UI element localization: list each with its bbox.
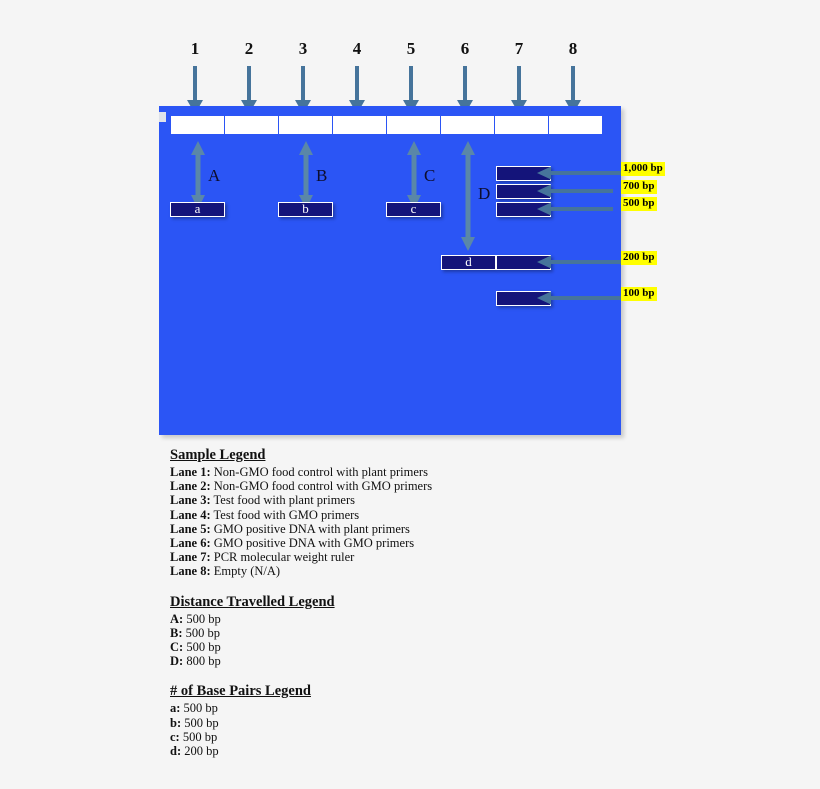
- sample-legend-key: Lane 1:: [170, 465, 211, 479]
- sample-legend-key: Lane 2:: [170, 479, 211, 494]
- distance-label-c: C: [424, 166, 436, 185]
- band-d: d: [441, 255, 496, 270]
- sample-legend-text: GMO positive DNA with GMO primers: [213, 536, 415, 551]
- sample-legend-row: Lane 6: GMO positive DNA with GMO primer…: [170, 536, 600, 550]
- basepairs-legend-text: 500 bp: [182, 729, 218, 744]
- basepairs-legend-row: a: 500 bp: [170, 701, 600, 715]
- gel-corner-notch: [159, 112, 166, 122]
- sample-legend: Sample Legend Lane 1: Non-GMO food contr…: [170, 446, 600, 579]
- distance-label-d: D: [478, 184, 491, 203]
- sample-legend-text: Non-GMO food control with plant primers: [213, 465, 428, 479]
- lane-number-4: 4: [352, 39, 362, 58]
- well-lane-3: [279, 116, 332, 134]
- distance-label-b: B: [316, 166, 328, 185]
- well-lane-6: [441, 116, 494, 134]
- ruler-band-100bp: [496, 291, 551, 306]
- band-a-label: a: [194, 201, 201, 216]
- lane-number-2: 2: [244, 39, 254, 58]
- distance-legend-key: C:: [170, 640, 184, 655]
- well-lane-4: [333, 116, 386, 134]
- well-lane-8: [549, 116, 602, 134]
- sample-legend-text: Test food with plant primers: [213, 493, 355, 508]
- distance-legend-key: D:: [170, 654, 184, 669]
- sample-legend-key: Lane 5:: [170, 521, 211, 536]
- sample-legend-text: Empty (N/A): [213, 564, 281, 579]
- distance-label-a: A: [208, 166, 221, 185]
- ruler-band-500bp: [496, 202, 551, 217]
- basepairs-legend-text: 500 bp: [184, 715, 219, 730]
- bp-label-700: 700 bp: [621, 180, 657, 194]
- legends-container: Sample Legend Lane 1: Non-GMO food contr…: [170, 446, 600, 772]
- distance-legend-row: D: 800 bp: [170, 654, 600, 668]
- basepairs-legend-title: # of Base Pairs Legend: [170, 683, 311, 700]
- bp-label-200: 200 bp: [621, 251, 657, 265]
- lane-number-5: 5: [406, 39, 416, 58]
- lane-number-6: 6: [460, 39, 470, 58]
- sample-legend-row: Lane 4: Test food with GMO primers: [170, 508, 600, 522]
- bp-label-1000: 1,000 bp: [621, 162, 665, 176]
- basepairs-legend-row: c: 500 bp: [170, 730, 600, 744]
- distance-legend-title: Distance Travelled Legend: [170, 593, 335, 610]
- well-lane-5: [387, 116, 440, 134]
- sample-legend-text: PCR molecular weight ruler: [213, 550, 355, 565]
- basepairs-legend-key: b:: [170, 715, 182, 730]
- sample-legend-key: Lane 7:: [170, 550, 211, 565]
- distance-legend-key: B:: [170, 625, 183, 640]
- basepairs-legend-key: c:: [170, 729, 180, 744]
- basepairs-legend-key: d:: [170, 744, 182, 759]
- ruler-band-200bp: [496, 255, 551, 270]
- basepairs-legend: # of Base Pairs Legend a: 500 bp b: 500 …: [170, 682, 600, 758]
- sample-legend-row: Lane 1: Non-GMO food control with plant …: [170, 465, 600, 479]
- gel-slab: [159, 106, 621, 435]
- distance-legend-text: 500 bp: [186, 611, 221, 626]
- sample-legend-row: Lane 2: Non-GMO food control with GMO pr…: [170, 479, 600, 493]
- sample-legend-text: GMO positive DNA with plant primers: [213, 521, 410, 536]
- sample-legend-title: Sample Legend: [170, 447, 266, 463]
- sample-legend-key: Lane 4:: [170, 507, 211, 522]
- sample-legend-row: Lane 8: Empty (N/A): [170, 564, 600, 578]
- well-lane-1: [171, 116, 224, 134]
- ruler-band-700bp: [496, 184, 551, 199]
- lane-number-7: 7: [514, 39, 524, 58]
- well-lane-2: [225, 116, 278, 134]
- distance-legend-text: 500 bp: [186, 640, 221, 655]
- distance-legend: Distance Travelled Legend A: 500 bp B: 5…: [170, 593, 600, 669]
- band-c-label: c: [410, 201, 417, 216]
- sample-legend-key: Lane 6:: [170, 536, 211, 551]
- bp-label-500: 500 bp: [621, 197, 657, 211]
- distance-legend-row: B: 500 bp: [170, 626, 600, 640]
- distance-legend-text: 800 bp: [186, 654, 221, 669]
- distance-legend-key: A:: [170, 611, 184, 626]
- sample-legend-row: Lane 3: Test food with plant primers: [170, 493, 600, 507]
- sample-legend-text: Non-GMO food control with GMO primers: [213, 479, 433, 494]
- sample-legend-row: Lane 7: PCR molecular weight ruler: [170, 550, 600, 564]
- sample-legend-text: Test food with GMO primers: [213, 507, 360, 522]
- sample-legend-row: Lane 5: GMO positive DNA with plant prim…: [170, 522, 600, 536]
- basepairs-legend-text: 500 bp: [183, 701, 218, 716]
- distance-legend-text: 500 bp: [185, 625, 220, 640]
- band-c: c: [386, 202, 441, 217]
- band-b: b: [278, 202, 333, 217]
- well-lane-7: [495, 116, 548, 134]
- distance-legend-row: A: 500 bp: [170, 612, 600, 626]
- band-a: a: [170, 202, 225, 217]
- basepairs-legend-row: b: 500 bp: [170, 716, 600, 730]
- sample-legend-key: Lane 8:: [170, 564, 211, 579]
- lane-number-1: 1: [190, 39, 200, 58]
- basepairs-legend-text: 200 bp: [184, 744, 219, 759]
- band-b-label: b: [302, 201, 309, 216]
- sample-legend-key: Lane 3:: [170, 493, 211, 508]
- ruler-band-1000bp: [496, 166, 551, 181]
- basepairs-legend-row: d: 200 bp: [170, 744, 600, 758]
- band-d-label: d: [465, 254, 472, 269]
- lane-number-8: 8: [568, 39, 578, 58]
- basepairs-legend-key: a:: [170, 701, 181, 716]
- lane-number-3: 3: [298, 39, 308, 58]
- distance-legend-row: C: 500 bp: [170, 640, 600, 654]
- bp-label-100: 100 bp: [621, 287, 657, 301]
